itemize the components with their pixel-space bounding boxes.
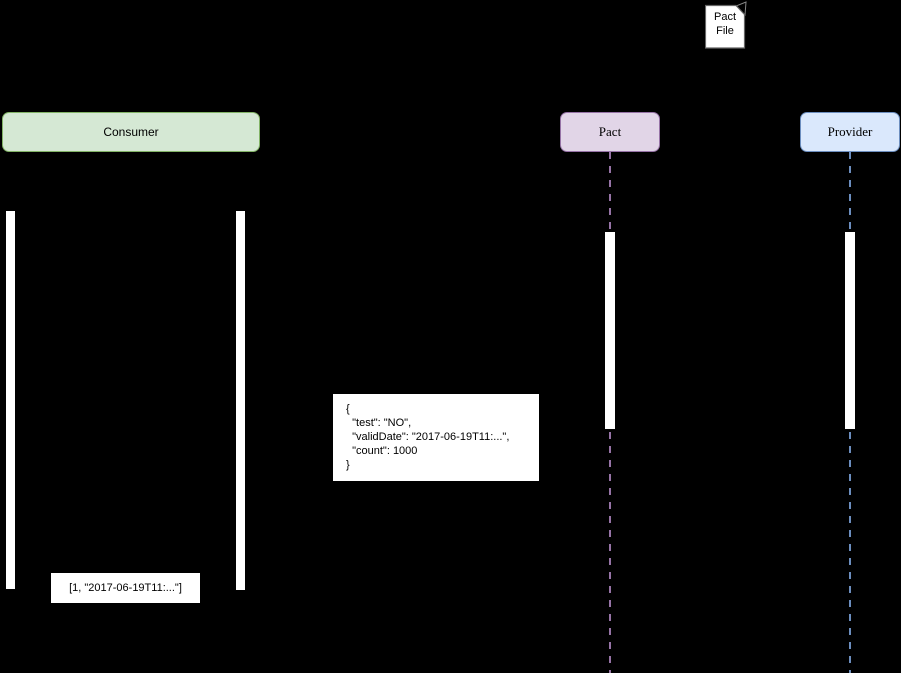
activation-bar-provider xyxy=(845,232,855,429)
pact-file-label: Pact File xyxy=(713,11,736,37)
participant-provider-label: Provider xyxy=(827,124,873,139)
note-consumer-result: [1, "2017-06-19T11:..."] xyxy=(50,572,201,604)
activation-bar-pact xyxy=(605,232,615,429)
participant-consumer: Consumer xyxy=(2,112,260,152)
activation-bar-consumer-left xyxy=(6,211,15,589)
participant-pact: Pact xyxy=(560,112,660,152)
pact-file-icon xyxy=(705,1,747,49)
note-interaction-json: { "test": "NO", "validDate": "2017-06-19… xyxy=(332,393,540,482)
participant-provider: Provider xyxy=(800,112,900,152)
participant-consumer-label: Consumer xyxy=(103,125,159,139)
participant-pact-label: Pact xyxy=(598,124,622,139)
activation-bar-consumer-right xyxy=(236,211,245,590)
